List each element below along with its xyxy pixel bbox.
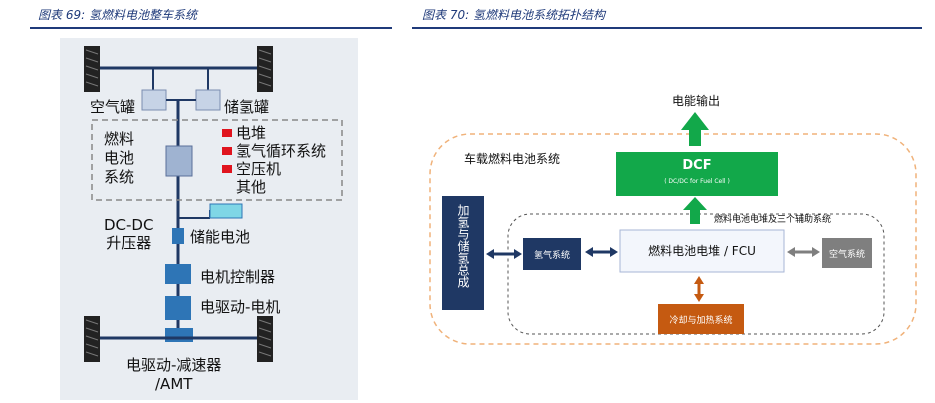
- refuel-storage-label: 加氢与储氢总成: [456, 204, 470, 288]
- dcdc-label: DC-DC 升压器: [104, 216, 154, 252]
- battery-label: 储能电池: [190, 228, 251, 246]
- dcf-subtitle: ( DC/DC for Fuel Cell ): [664, 178, 730, 185]
- component-h2-recirculation: 氢气循环系统: [236, 142, 327, 160]
- hydrogen-tank-label: 储氢罐: [224, 98, 270, 116]
- component-stack: 电堆: [236, 124, 267, 142]
- caption-figure-69: 图表 69: 氢燃料电池整车系统: [38, 8, 197, 22]
- topology-shapes: [429, 112, 917, 345]
- vehicle-fc-system-label: 车载燃料电池系统: [464, 152, 561, 166]
- component-other: 其他: [236, 178, 267, 196]
- hydrogen-system-label: 氢气系统: [533, 251, 570, 261]
- drive-motor-label: 电驱动-电机: [200, 298, 281, 316]
- power-output-label: 电能输出: [672, 94, 721, 108]
- vehicle-system-lines: [84, 46, 343, 362]
- flag-icon: [222, 129, 232, 137]
- dcf-title: DCF: [682, 158, 712, 173]
- reducer-label: 电驱动-减速器 /AMT: [126, 356, 222, 393]
- motor-controller-label: 电机控制器: [200, 268, 276, 286]
- caption-underline-right: [412, 27, 922, 29]
- stack-aux-systems-label: 燃料电池电堆及三个辅助系统: [714, 215, 832, 225]
- cooling-heating-label: 冷却与加热系统: [669, 316, 733, 326]
- fuel-cell-system-label: 燃料 电池 系统: [104, 130, 135, 186]
- vehicle-system-diagram: 空气罐 储氢罐 燃料 电池 系统 电堆 氢气循环系统 空压机 其他 DC-DC …: [60, 38, 358, 400]
- caption-figure-70: 图表 70: 氢燃料电池系统拓扑结构: [422, 8, 605, 22]
- air-tank-label: 空气罐: [90, 98, 136, 116]
- component-air-compressor: 空压机: [236, 160, 282, 178]
- flag-icon: [222, 147, 232, 155]
- fcu-label: 燃料电池电堆 / FCU: [648, 244, 756, 258]
- flag-icon: [222, 165, 232, 173]
- air-system-label: 空气系统: [828, 250, 865, 260]
- caption-underline-left: [30, 27, 392, 29]
- topology-diagram: 电能输出 车载燃料电池系统 DCF ( DC/DC for Fuel Cell …: [420, 34, 926, 400]
